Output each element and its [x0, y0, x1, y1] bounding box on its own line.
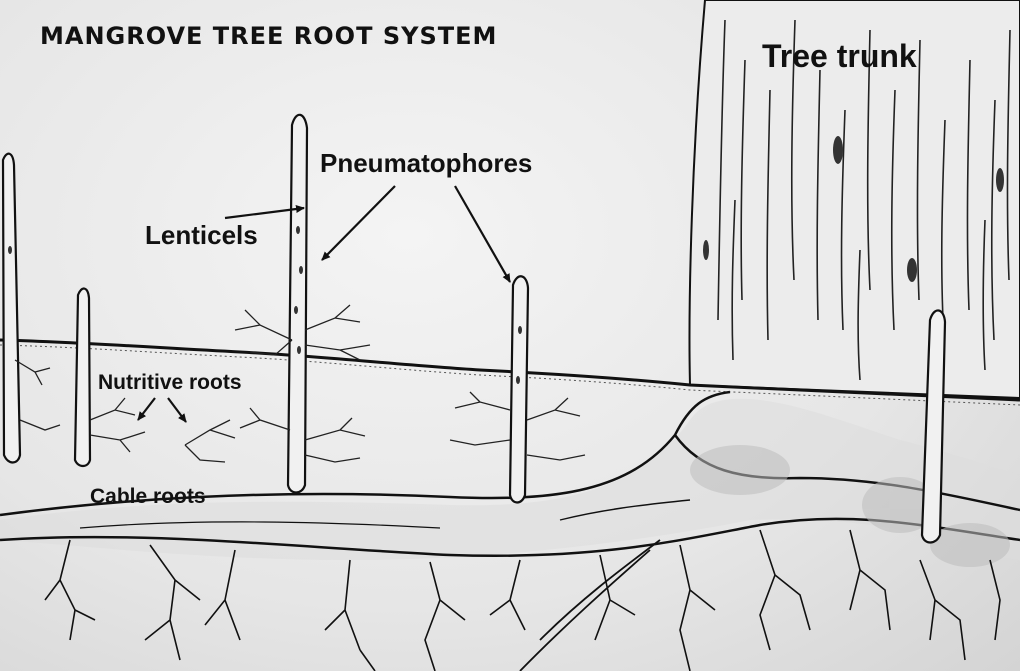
label-arrows: [137, 185, 511, 423]
nutritive-roots: [14, 304, 586, 463]
tree-trunk-label: Tree trunk: [762, 38, 917, 74]
cable-roots-label: Cable roots: [90, 485, 206, 508]
deep-roots: [44, 529, 1001, 671]
ground-surface: [0, 338, 1020, 406]
lenticel-dots: [8, 226, 522, 384]
lenticels-arrow: [224, 205, 305, 220]
pneumatophores-arrow-left: [321, 185, 396, 261]
nutritive-roots-arrow-right: [167, 397, 187, 423]
pneumatophores-arrow-right: [454, 185, 511, 283]
nutritive-roots-arrow-left: [137, 397, 156, 421]
mud-layer: [0, 398, 1020, 560]
root-mounds: [690, 445, 1010, 567]
nutritive-roots-label: Nutritive roots: [98, 371, 242, 394]
diagram-title: MANGROVE TREE ROOT SYSTEM: [40, 22, 498, 50]
pneumatophores-label: Pneumatophores: [320, 148, 533, 178]
lenticels-label: Lenticels: [145, 220, 258, 250]
